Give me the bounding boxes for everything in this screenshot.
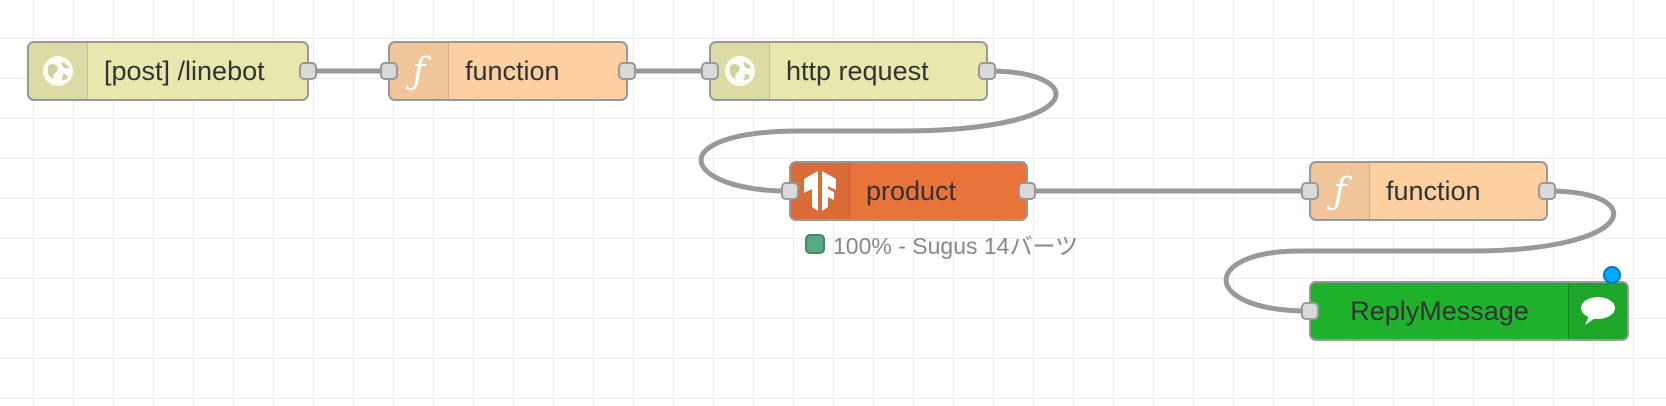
input-port[interactable] bbox=[781, 182, 799, 200]
output-port[interactable] bbox=[1538, 182, 1556, 200]
output-port[interactable] bbox=[978, 62, 996, 80]
output-port[interactable] bbox=[299, 62, 317, 80]
input-port[interactable] bbox=[380, 62, 398, 80]
changed-indicator-icon bbox=[1603, 266, 1621, 284]
function-icon: ƒ bbox=[390, 43, 449, 99]
node-label: [post] /linebot bbox=[104, 55, 265, 86]
node-label: function bbox=[465, 55, 560, 86]
status-indicator-icon bbox=[805, 234, 825, 254]
node-label: product bbox=[866, 175, 957, 206]
output-port[interactable] bbox=[618, 62, 636, 80]
wire-function-to-replymessage[interactable] bbox=[1223, 188, 1617, 314]
tensorflow-icon bbox=[791, 163, 850, 219]
node-function-2[interactable]: ƒ function bbox=[1301, 161, 1556, 221]
node-http-request[interactable]: http request bbox=[701, 41, 996, 101]
function-icon: ƒ bbox=[1311, 163, 1370, 219]
globe-icon bbox=[29, 43, 88, 99]
input-port[interactable] bbox=[701, 62, 719, 80]
node-replymessage[interactable]: ReplyMessage bbox=[1301, 281, 1629, 341]
node-function-1[interactable]: ƒ function bbox=[380, 41, 636, 101]
node-http-in[interactable]: [post] /linebot bbox=[27, 41, 317, 101]
status-text: 100% - Sugus 14バーツ bbox=[833, 233, 1078, 259]
globe-icon bbox=[711, 43, 770, 99]
node-status: 100% - Sugus 14バーツ bbox=[805, 227, 1078, 261]
node-label: ReplyMessage bbox=[1350, 295, 1529, 326]
input-port[interactable] bbox=[1301, 182, 1319, 200]
chat-bubble-icon bbox=[1568, 283, 1627, 339]
node-label: function bbox=[1386, 175, 1481, 206]
input-port[interactable] bbox=[1301, 302, 1319, 320]
node-product[interactable]: product bbox=[781, 161, 1036, 221]
wire-http-request-to-product[interactable] bbox=[698, 68, 1059, 194]
node-label: http request bbox=[786, 55, 929, 86]
output-port[interactable] bbox=[1018, 182, 1036, 200]
